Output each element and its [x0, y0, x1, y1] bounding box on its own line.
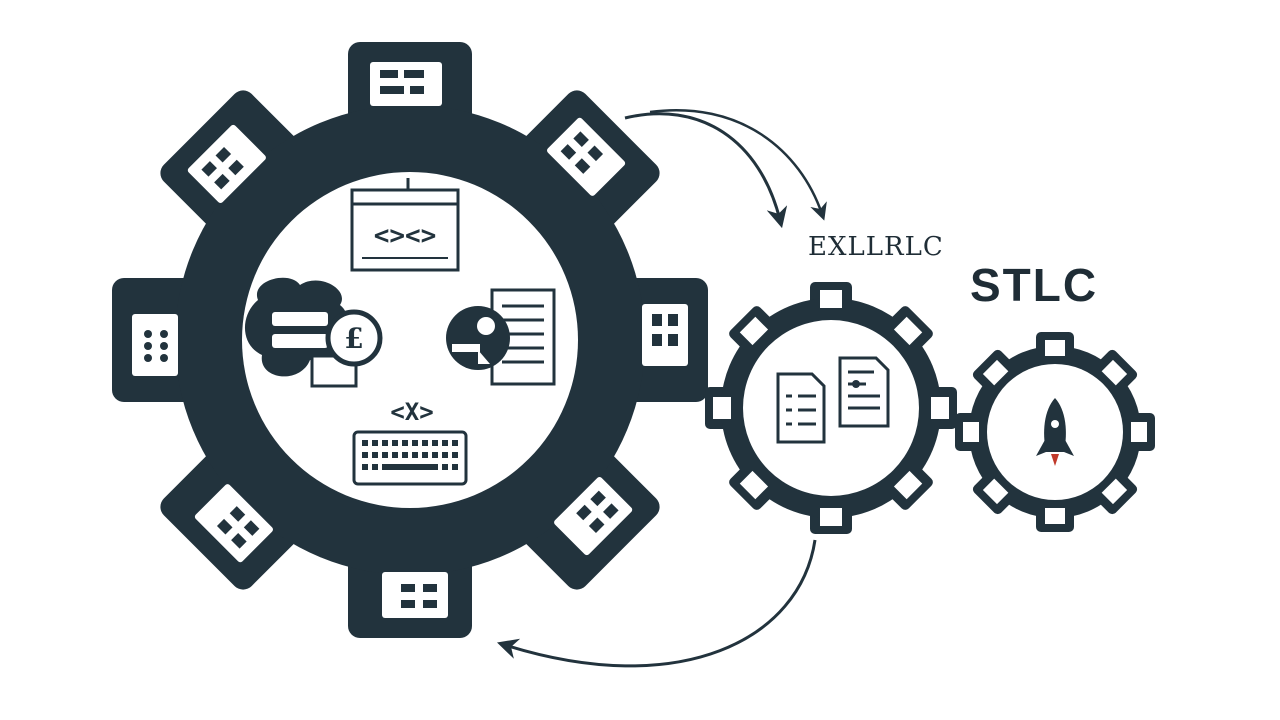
svg-text:<><>: <><>	[374, 221, 437, 251]
stlc-title: STLC	[970, 259, 1099, 311]
code-window-icon: <><>	[350, 178, 460, 272]
keyboard-icon: <X>	[352, 398, 468, 486]
checklist-document-icon	[776, 372, 826, 444]
cycle-arrow-top-2	[649, 109, 827, 221]
small-gear	[955, 332, 1155, 532]
large-gear: <><> £ <X>	[112, 42, 708, 638]
profile-document-icon	[446, 288, 556, 386]
coin-icon: £	[344, 322, 363, 355]
angle-brackets-icon: <X>	[390, 398, 433, 426]
settings-list-icon	[244, 277, 383, 388]
arrow-label: EXLLRLC	[808, 232, 944, 262]
svg-text:£: £	[344, 322, 363, 355]
medium-gear	[705, 282, 957, 534]
cycle-arrow-top-1	[624, 112, 788, 229]
cycle-arrow-bottom	[496, 539, 817, 668]
report-document-icon	[838, 356, 890, 428]
rocket-icon	[1036, 398, 1074, 466]
